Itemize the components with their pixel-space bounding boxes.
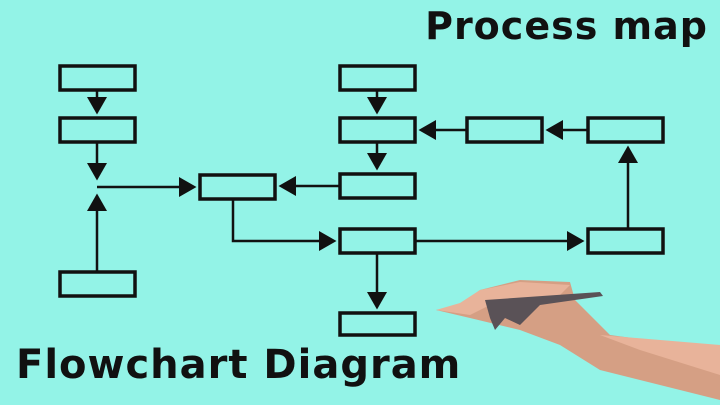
process-map-title: Process map xyxy=(425,4,708,48)
flowchart-diagram-title: Flowchart Diagram xyxy=(16,342,462,388)
node xyxy=(58,270,137,298)
node xyxy=(58,116,137,144)
node xyxy=(338,311,417,337)
node xyxy=(338,116,417,144)
edge xyxy=(231,199,337,251)
node xyxy=(198,173,277,201)
hand-holding-pen-icon xyxy=(436,280,720,400)
node xyxy=(586,116,665,144)
node xyxy=(465,116,544,144)
node xyxy=(338,227,417,255)
node xyxy=(586,227,665,255)
node xyxy=(58,64,137,92)
node xyxy=(338,172,417,200)
node xyxy=(338,64,417,92)
